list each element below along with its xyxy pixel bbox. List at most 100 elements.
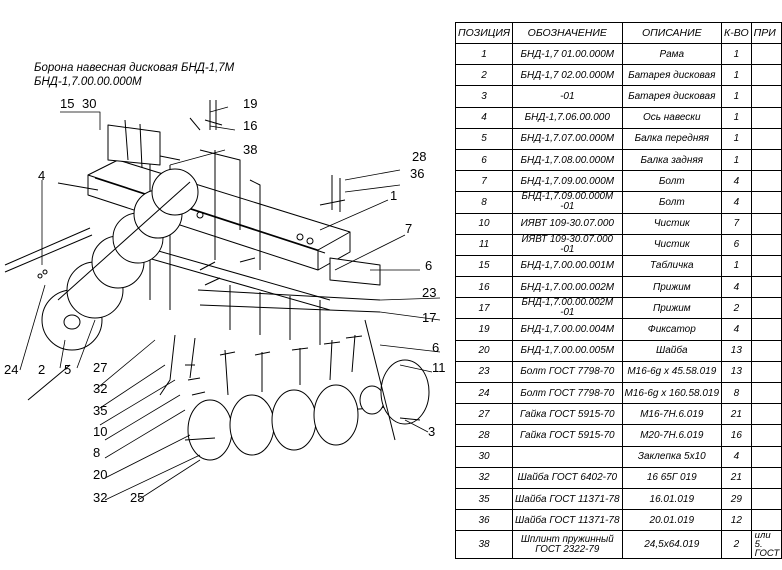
cell-designation: Шплинт пружинный ГОСТ 2322-79 (512, 530, 623, 560)
cell-position: 36 (454, 509, 514, 532)
cell-designation: Гайка ГОСТ 5915-70 (512, 424, 623, 447)
cell-position: 30 (454, 445, 514, 468)
cell-note (750, 85, 782, 108)
cell-description: Заклепка 5х10 (621, 445, 723, 468)
callout-3: 3 (428, 424, 435, 439)
cell-description: Батарея дисковая (621, 85, 723, 108)
cell-quantity: 4 (721, 191, 752, 214)
cell-note: или 5. ГОСТ (750, 530, 782, 560)
cell-position: 2 (454, 64, 514, 87)
cell-note (750, 170, 782, 193)
callout-24: 24 (4, 362, 18, 377)
callout-15: 15 (60, 96, 74, 111)
cell-quantity: 1 (721, 42, 752, 66)
callout-8: 8 (93, 445, 100, 460)
callout-2: 2 (38, 362, 45, 377)
cell-quantity: 4 (721, 170, 752, 193)
cell-designation: БНД-1,7.00.00.002М (512, 276, 623, 299)
scrapers (159, 334, 363, 396)
cell-position: 10 (454, 212, 514, 235)
cell-quantity: 2 (721, 297, 752, 320)
cell-description: 16 65Г 019 (621, 466, 723, 489)
cell-designation: БНД-1,7.00.00.004М (512, 318, 623, 341)
cell-designation: -01 (512, 85, 623, 108)
cell-position: 32 (454, 466, 514, 489)
cell-description: Табличка (621, 254, 723, 278)
cell-designation: Шайба ГОСТ 6402-70 (512, 466, 623, 489)
cell-description: 20.01.019 (621, 509, 723, 532)
cell-quantity: 29 (721, 487, 752, 511)
rear-disc-battery (184, 359, 430, 461)
cell-quantity: 4 (721, 318, 752, 341)
cell-quantity: 2 (721, 530, 752, 560)
cell-note (750, 64, 782, 87)
cell-note (750, 254, 782, 278)
cell-note (750, 106, 782, 129)
cell-designation: БНД-1,7.00.00.001М (512, 254, 623, 278)
cell-description: Прижим (621, 276, 723, 299)
cell-note (750, 318, 782, 341)
cell-description: 16.01.019 (621, 487, 723, 511)
cell-note (750, 487, 782, 511)
cell-quantity: 8 (721, 381, 752, 405)
assembly-drawing: Борона навесная дисковая БНД-1,7М БНД-1,… (4, 62, 446, 505)
callout-23: 23 (422, 285, 436, 300)
cell-position: 27 (454, 403, 514, 426)
cell-quantity: 13 (721, 360, 752, 384)
callout-36: 36 (410, 166, 424, 181)
cell-quantity: 13 (721, 339, 752, 362)
cell-position: 20 (454, 339, 514, 362)
cell-designation: БНД-1,7.06.00.000 (512, 106, 623, 129)
callout-19: 19 (243, 96, 257, 111)
cell-position: 24 (454, 381, 514, 405)
cell-quantity: 4 (721, 276, 752, 299)
fasteners (37, 100, 346, 396)
cell-quantity: 12 (721, 509, 752, 532)
cell-position: 7 (454, 170, 514, 193)
cell-position: 4 (454, 106, 514, 129)
cell-quantity: 7 (721, 212, 752, 235)
cell-quantity: 1 (721, 148, 752, 172)
cell-position: 19 (454, 318, 514, 341)
cell-designation: ИЯВТ 109-30.07.000 (512, 212, 623, 235)
front-disc-battery (41, 168, 199, 351)
col-header-position: ПОЗИЦИЯ (454, 22, 514, 44)
cell-quantity: 1 (721, 85, 752, 108)
callout-32-upper: 32 (93, 381, 107, 396)
cell-designation: Гайка ГОСТ 5915-70 (512, 403, 623, 426)
callout-28: 28 (412, 149, 426, 164)
cell-quantity: 21 (721, 466, 752, 489)
specification-sheet: Борона навесная дисковая БНД-1,7М БНД-1,… (4, 22, 782, 560)
cell-position: 15 (454, 254, 514, 278)
callout-1: 1 (390, 188, 397, 203)
cell-note (750, 339, 782, 362)
callout-11: 11 (432, 360, 446, 375)
cell-description: Болт (621, 170, 723, 193)
cell-description: М16-7Н.6.019 (621, 403, 723, 426)
cell-position: 1 (454, 42, 514, 66)
cell-position: 8 (454, 191, 514, 214)
cell-designation: БНД-1,7.09.00.000М (512, 170, 623, 193)
cell-quantity: 21 (721, 403, 752, 426)
cell-description: Балка передняя (621, 127, 723, 150)
cell-designation (512, 445, 623, 468)
cell-description: Болт (621, 191, 723, 214)
cell-description: М16-6g x 45.58.019 (621, 360, 723, 384)
col-header-designation: ОБОЗНАЧЕНИЕ (512, 22, 623, 44)
cell-position: 17 (454, 297, 514, 320)
callout-38: 38 (243, 142, 257, 157)
